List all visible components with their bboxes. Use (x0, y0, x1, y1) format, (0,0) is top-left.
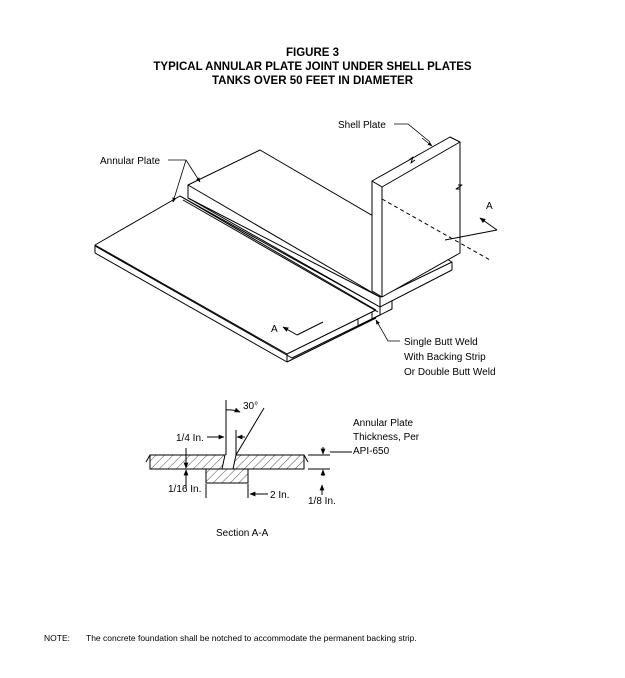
shell-plate-arrow (421, 137, 433, 147)
shell-break-mark-top (408, 156, 416, 164)
thickness-label-line2: Thickness, Per (353, 432, 420, 443)
section-cut-left (296, 321, 324, 336)
thickness-label-line3: API-650 (353, 446, 390, 457)
section-mark-left: A (271, 324, 278, 335)
left-plate-section (149, 454, 226, 470)
backing-strip-section (205, 468, 249, 484)
right-plate-section (232, 454, 305, 470)
annular-leader-arrow-2 (185, 159, 201, 183)
backing-width-label: 2 In. (270, 490, 289, 501)
backing-strip (357, 301, 393, 327)
figure-title-line2: TANKS OVER 50 FEET IN DIAMETER (211, 75, 414, 87)
isometric-view (94, 136, 498, 363)
annular-plate-label: Annular Plate (100, 156, 160, 167)
shell-plate-label: Shell Plate (338, 120, 386, 131)
backing-thickness-label: 1/8 In. (308, 496, 336, 507)
note-label: NOTE: (44, 633, 70, 643)
gap-label: 1/4 In. (176, 433, 204, 444)
angle-label: 30° (243, 401, 258, 412)
annular-leader-arrow-1 (172, 159, 187, 203)
figure-number: FIGURE 3 (285, 47, 340, 59)
note-text: The concrete foundation shall be notched… (86, 633, 417, 643)
front-annular-plate (94, 195, 381, 363)
figure-title-line1: TYPICAL ANNULAR PLATE JOINT UNDER SHELL … (153, 61, 472, 73)
section-arrow-left (282, 326, 298, 336)
section-arrow-right (479, 217, 498, 231)
weld-label-line1: Single Butt Weld (404, 337, 478, 348)
shell-plate-leader (394, 123, 431, 143)
section-mark-right: A (486, 201, 493, 212)
section-cut-right (444, 229, 498, 241)
weld-label-line3: Or Double Butt Weld (404, 367, 496, 378)
weld-label-line2: With Backing Strip (404, 352, 486, 363)
shell-plate (371, 136, 491, 298)
backing-offset-label: 1/16 In. (168, 484, 201, 495)
shell-break-mark-side (455, 184, 463, 190)
weld-leader (375, 319, 400, 342)
thickness-label-line1: Annular Plate (353, 418, 413, 429)
section-caption: Section A-A (216, 528, 269, 539)
section-view (145, 400, 352, 498)
